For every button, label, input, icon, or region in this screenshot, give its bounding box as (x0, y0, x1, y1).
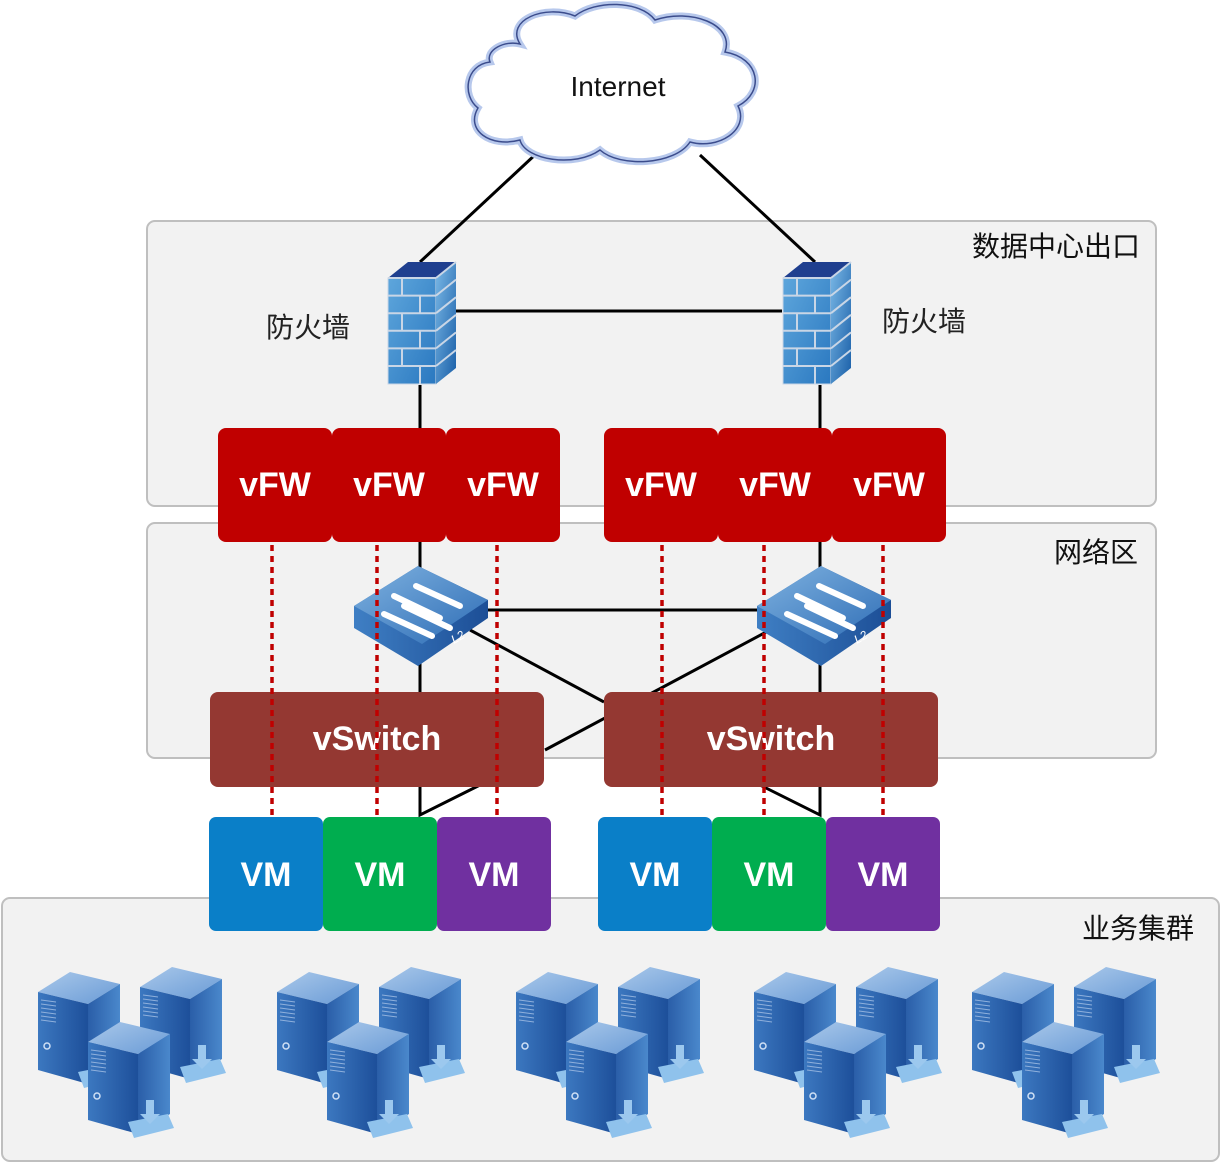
vm-box: VM (323, 817, 437, 931)
vfw-box: vFW (218, 428, 332, 542)
server-icon (1022, 1022, 1108, 1138)
vm-box: VM (437, 817, 551, 931)
vm-label: VM (469, 856, 520, 894)
vswitch-box: vSwitch (604, 692, 938, 787)
l2-switch-icon: L2 (354, 566, 488, 666)
vm-label: VM (630, 856, 681, 894)
internet-cloud-icon (464, 1, 759, 166)
vswitch-label: vSwitch (707, 720, 835, 758)
vm-box: VM (712, 817, 826, 931)
vfw-label: vFW (625, 466, 698, 504)
server-cluster (277, 967, 465, 1138)
link-sw2-vs1 (544, 628, 771, 752)
zone-label-network: 网络区 (1054, 536, 1138, 569)
vfw-label: vFW (353, 466, 426, 504)
vm-label: VM (241, 856, 292, 894)
vfw-vm-dotted-overlay (270, 545, 885, 818)
vm-label: VM (355, 856, 406, 894)
vfw-box: vFW (332, 428, 446, 542)
link-vs2-vm (759, 783, 822, 818)
vswitch-box: vSwitch (210, 692, 544, 787)
switch-tag: L2 (449, 628, 468, 647)
link-vs1-vm (418, 783, 481, 818)
link-internet-fw2 (698, 153, 817, 264)
internet-label: Internet (571, 71, 666, 102)
server-cluster (972, 967, 1160, 1138)
firewall-icon (782, 261, 852, 385)
vfw-label: vFW (739, 466, 812, 504)
server-icon (88, 1022, 174, 1138)
firewall-icon (387, 261, 457, 385)
server-icon (327, 1022, 413, 1138)
server-icon (566, 1022, 652, 1138)
firewalls (387, 261, 852, 385)
firewall-label-1: 防火墙 (266, 311, 350, 344)
firewall-label-2: 防火墙 (882, 305, 966, 338)
vfw-groups: vFW vFW vFW vFW vFW vFW (218, 428, 946, 542)
vm-box: VM (598, 817, 712, 931)
vm-box: VM (209, 817, 323, 931)
vm-label: VM (858, 856, 909, 894)
vfw-box: vFW (604, 428, 718, 542)
vfw-label: vFW (467, 466, 540, 504)
l2-switches: L2 L2 (354, 566, 891, 666)
link-sw1-vs2 (469, 628, 605, 704)
vm-groups: VM VM VM VM VM VM (209, 817, 940, 931)
server-icon (804, 1022, 890, 1138)
zone-label-exit: 数据中心出口 (972, 230, 1140, 263)
vfw-box: vFW (446, 428, 560, 542)
vfw-box: vFW (832, 428, 946, 542)
vfw-label: vFW (853, 466, 926, 504)
server-cluster (38, 967, 226, 1138)
vm-box: VM (826, 817, 940, 931)
vfw-box: vFW (718, 428, 832, 542)
l2-switch-icon: L2 (757, 566, 891, 666)
vm-label: VM (744, 856, 795, 894)
switch-tag: L2 (852, 628, 871, 647)
server-cluster (754, 967, 942, 1138)
zone-label-cluster: 业务集群 (1082, 912, 1194, 945)
server-cluster (516, 967, 704, 1138)
vfw-label: vFW (239, 466, 312, 504)
link-internet-fw1 (418, 151, 539, 264)
server-clusters (38, 967, 1160, 1138)
